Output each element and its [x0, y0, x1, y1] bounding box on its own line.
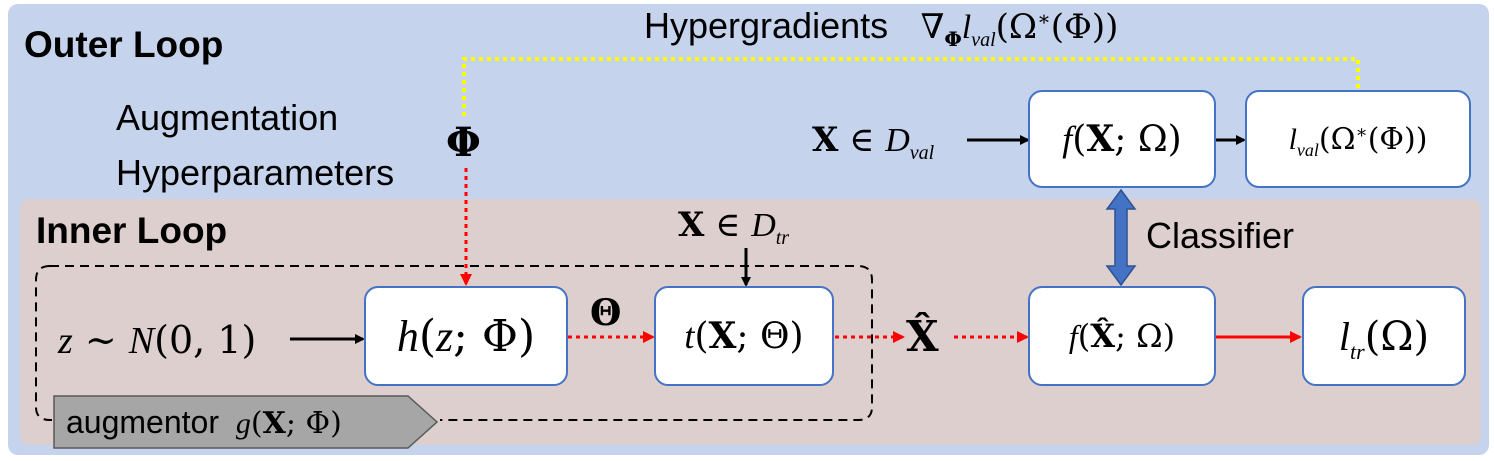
h-box: h(z; Φ) [364, 286, 568, 386]
augmentor-tag [53, 395, 439, 449]
augmentor-region-left [35, 265, 52, 421]
validation-input: X ∈ Dval [812, 120, 935, 164]
noise-input: z ∼ N(0, 1) [58, 318, 257, 362]
l-tr-formula: ltr(Ω) [1338, 313, 1430, 364]
f-val-formula: f(X; Ω) [1062, 118, 1182, 160]
xhat-label: X̂ [906, 312, 939, 361]
augmentation-label-line2: Hyperparameters [116, 152, 395, 193]
hypergradients-formula: ∇Φlval(Ω∗(Φ)) [920, 6, 1119, 51]
l-tr-box: ltr(Ω) [1302, 286, 1466, 386]
training-input: X ∈ Dtr [678, 205, 790, 249]
l-val-box: lval(Ω∗(Φ)) [1245, 90, 1471, 188]
h-formula: h(z; Φ) [396, 310, 536, 362]
hypergradients-label: Hypergradients [644, 5, 889, 46]
hypergradients-header: Hypergradients ∇Φlval(Ω∗(Φ)) [644, 5, 1119, 51]
outer-loop-title: Outer Loop [24, 24, 224, 65]
augmentor-formula: g(X; Φ) [235, 406, 342, 441]
l-val-formula: lval(Ω∗(Φ)) [1288, 121, 1428, 160]
inner-loop-title: Inner Loop [36, 210, 228, 251]
classifier-label: Classifier [1146, 215, 1295, 256]
f-tr-box: f(X̂; Ω) [1028, 286, 1216, 386]
t-box: t(X; Θ) [654, 286, 834, 386]
f-val-box: f(X; Ω) [1028, 90, 1216, 188]
phi-symbol: Φ [446, 119, 481, 166]
t-formula: t(X; Θ) [684, 315, 804, 357]
augmentor-label: augmentor [66, 404, 219, 440]
theta-label: Θ [590, 292, 622, 334]
f-tr-formula: f(X̂; Ω) [1068, 317, 1176, 355]
augmentation-label-line1: Augmentation [116, 97, 339, 138]
classifier-shared-arrow [1105, 188, 1137, 287]
augmentor-region [50, 265, 873, 421]
augmentor-label-group: augmentor g(X; Φ) [66, 404, 342, 441]
hypergradient-path [462, 57, 1360, 120]
